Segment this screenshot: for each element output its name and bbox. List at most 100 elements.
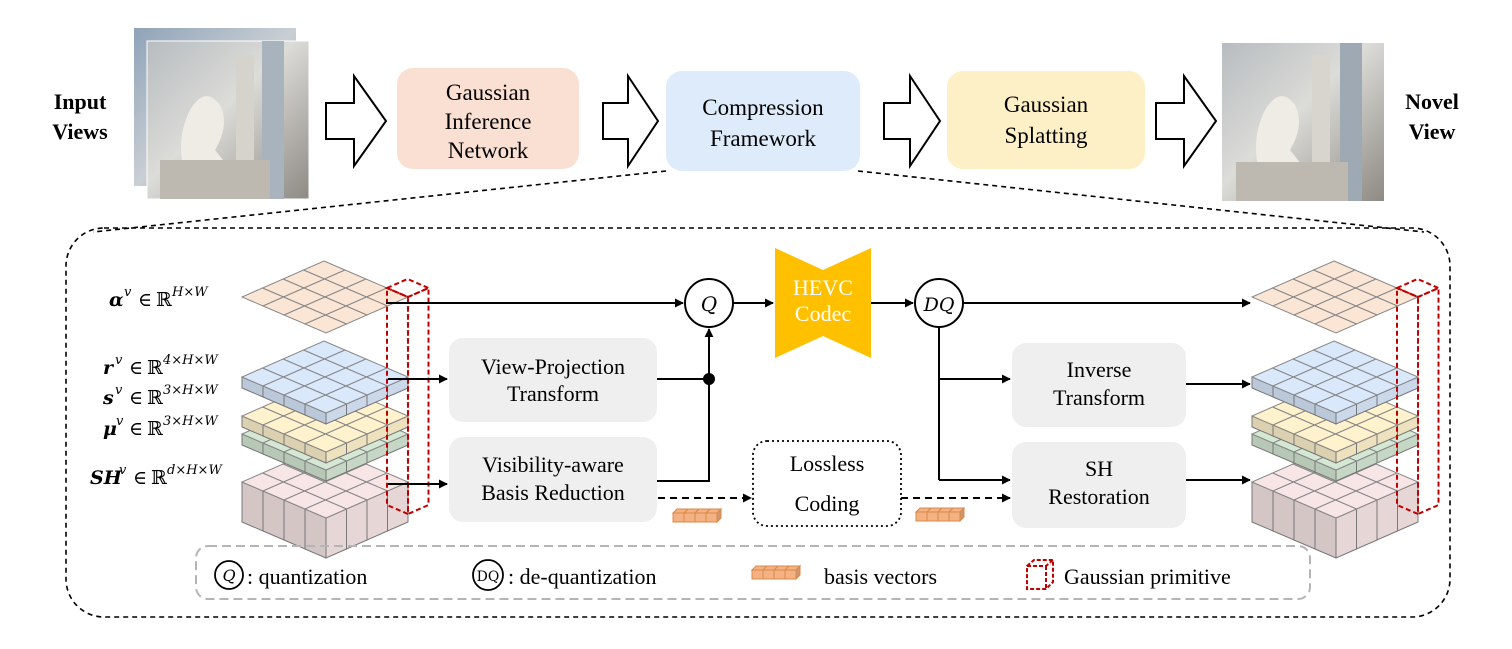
hollow-arrow-3 [883,72,942,170]
svg-text:∈: ∈ [129,357,143,379]
svg-text:ℝ: ℝ [147,418,163,440]
basis-cell [948,511,961,522]
zoom-lines [92,170,1425,233]
svg-text:s: s [102,387,114,409]
view-projection-transform-box: View-Projection Transform [449,338,657,422]
svg-text:∈: ∈ [138,289,152,311]
s-label: s v ∈ ℝ 3×H×W [102,383,219,409]
svg-text:Inverse: Inverse [1067,357,1132,382]
connectors [386,298,1251,503]
r-cell [1313,394,1358,414]
svg-text:Basis Reduction: Basis Reduction [481,480,625,505]
legend-box [195,545,1311,600]
sh-restoration-box: SH Restoration [1012,442,1186,528]
svg-text:∈: ∈ [133,467,147,489]
svg-text:α: α [109,289,124,311]
svg-text:Q: Q [701,292,717,316]
svg-text:Q: Q [222,566,235,585]
svg-text:SH: SH [1085,456,1113,481]
svg-text:Transform: Transform [1053,385,1145,410]
legend-basis-vectors-icon [750,564,802,581]
svg-text:SH: SH [90,467,123,489]
svg-text:Views: Views [52,119,108,144]
hollow-arrow-2 [602,72,660,170]
input-views-image [134,28,310,200]
svg-text:Framework: Framework [710,126,817,151]
junction-dot [703,373,715,385]
sh-cell [1313,499,1358,519]
svg-text:r: r [103,357,115,379]
quantization-node: Q [684,278,734,328]
svg-text:Lossless: Lossless [790,451,865,476]
gaussian-primitive-top [384,277,432,299]
svg-text:Gaussian: Gaussian [446,80,531,105]
basis-cell [683,512,696,523]
s-cell [1313,433,1358,453]
basis-cell-side [716,507,722,524]
basis-cell [773,569,786,580]
svg-text:Gaussian: Gaussian [1004,92,1089,117]
svg-text:μ: μ [103,418,117,440]
r-cell [303,394,348,414]
svg-text:Coding: Coding [795,491,860,516]
svg-text:Network: Network [448,138,529,163]
svg-text:View-Projection: View-Projection [481,354,625,379]
basis-vectors-icon [914,506,966,523]
basis-reduction-box: Visibility-aware Basis Reduction [449,437,657,522]
input-views-label: Input Views [52,89,108,144]
basis-cell-side [795,564,801,581]
svg-text:Novel: Novel [1405,89,1459,114]
alpha-cell [1313,314,1358,334]
svg-text:d×H×W: d×H×W [167,463,223,478]
hollow-arrow-4 [1155,72,1218,170]
svg-text:HEVC: HEVC [793,275,853,300]
input-attribute-stack [240,260,432,559]
svg-text:Visibility-aware: Visibility-aware [482,452,624,477]
compression-framework-box: Compression Framework [666,71,860,171]
svg-text:Codec: Codec [795,301,851,326]
legend-quantization: Q : quantization [214,560,367,590]
svg-text:ℝ: ℝ [147,357,163,379]
svg-text:v: v [115,353,123,368]
alpha-cell [303,314,348,334]
svg-text:DQ: DQ [477,569,500,585]
svg-text:3×H×W: 3×H×W [163,414,219,429]
mu-label: μ v ∈ ℝ 3×H×W [103,414,219,440]
legend-gaussian-primitive: Gaussian primitive [1026,559,1231,590]
svg-text:: de-quantization: : de-quantization [508,564,656,589]
sh-cell [303,499,348,519]
basis-cell-side [959,506,965,523]
svg-text:: quantization: : quantization [247,564,367,589]
inverse-transform-box: Inverse Transform [1012,343,1186,427]
dequantization-node: DQ [914,278,964,328]
svg-text:Gaussian primitive: Gaussian primitive [1064,564,1231,589]
legend-dequantization: DQ : de-quantization [472,559,656,591]
basis-cell [937,511,950,522]
gaussian-inference-network-box: Gaussian Inference Network [397,68,579,169]
legend-basis-text: basis vectors [824,564,937,589]
svg-text:H×W: H×W [171,285,209,300]
hollow-arrow-1 [325,72,388,170]
svg-text:Inference: Inference [445,109,532,134]
basis-cell [915,511,928,522]
svg-text:Transform: Transform [507,381,599,406]
basis-vectors-icon [671,507,723,524]
svg-text:3×H×W: 3×H×W [163,383,219,398]
basis-cell [926,511,939,522]
svg-text:Restoration: Restoration [1048,484,1149,509]
svg-text:v: v [116,414,124,429]
svg-text:Compression: Compression [702,95,824,120]
gaussian-primitive-column [1417,286,1440,516]
novel-view-image [1222,43,1384,201]
svg-text:∈: ∈ [129,387,143,409]
novel-view-label: Novel View [1405,89,1459,144]
svg-text:ℝ: ℝ [151,467,167,489]
alpha-label: α v ∈ ℝ H×W [109,285,209,311]
svg-text:4×H×W: 4×H×W [162,353,219,368]
svg-text:ℝ: ℝ [147,387,163,409]
r-label: r v ∈ ℝ 4×H×W [103,353,219,379]
svg-text:∈: ∈ [129,418,143,440]
svg-text:ℝ: ℝ [156,289,172,311]
sh-label: SH v ∈ ℝ d×H×W [90,463,223,489]
